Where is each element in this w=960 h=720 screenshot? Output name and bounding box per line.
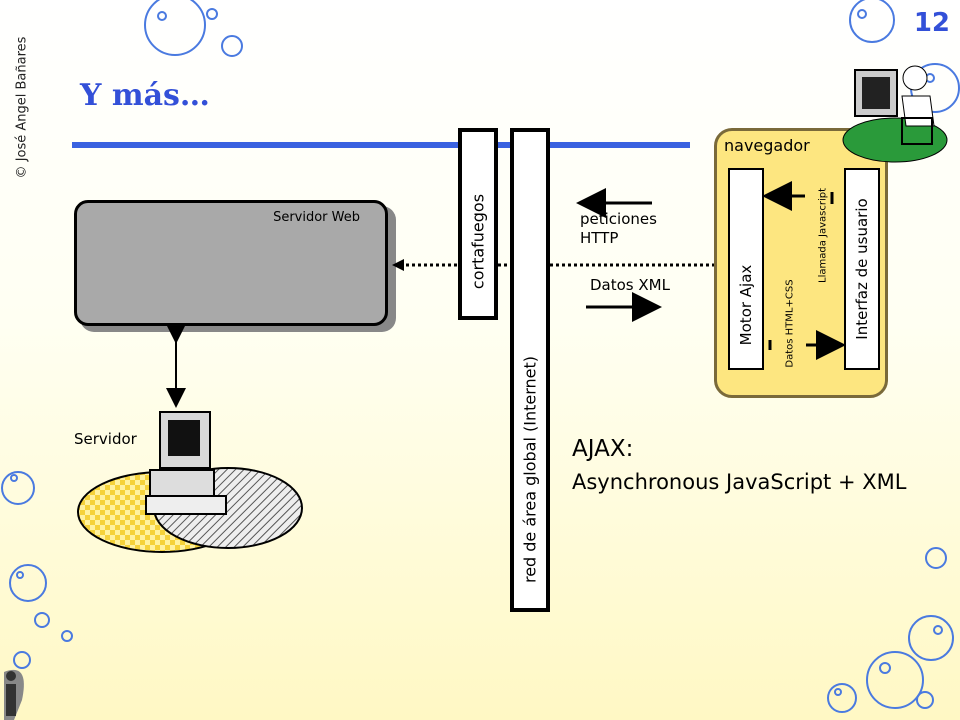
http-requests-line2: HTTP	[580, 229, 619, 247]
server-web-label: Servidor Web	[273, 210, 360, 225]
user-computer-icon	[842, 65, 948, 163]
xml-data-label: Datos XML	[590, 276, 670, 294]
wan-bar	[510, 128, 550, 612]
ajax-expansion: Asynchronous JavaScript + XML	[572, 470, 907, 494]
server-computer-icon	[77, 411, 303, 553]
dotted-arrowhead	[392, 259, 404, 271]
ajax-engine-box	[728, 168, 764, 370]
title-rule	[72, 142, 690, 148]
page-number: 12	[913, 8, 950, 38]
ajax-heading: AJAX:	[572, 436, 634, 462]
server-web-box	[74, 200, 388, 326]
user-interface-box	[844, 168, 880, 370]
slide-title: Y más…	[80, 78, 210, 113]
firewall-bar	[458, 128, 498, 320]
logo-mark	[4, 669, 24, 720]
browser-label: navegador	[724, 136, 810, 155]
server-label: Servidor	[74, 430, 137, 448]
